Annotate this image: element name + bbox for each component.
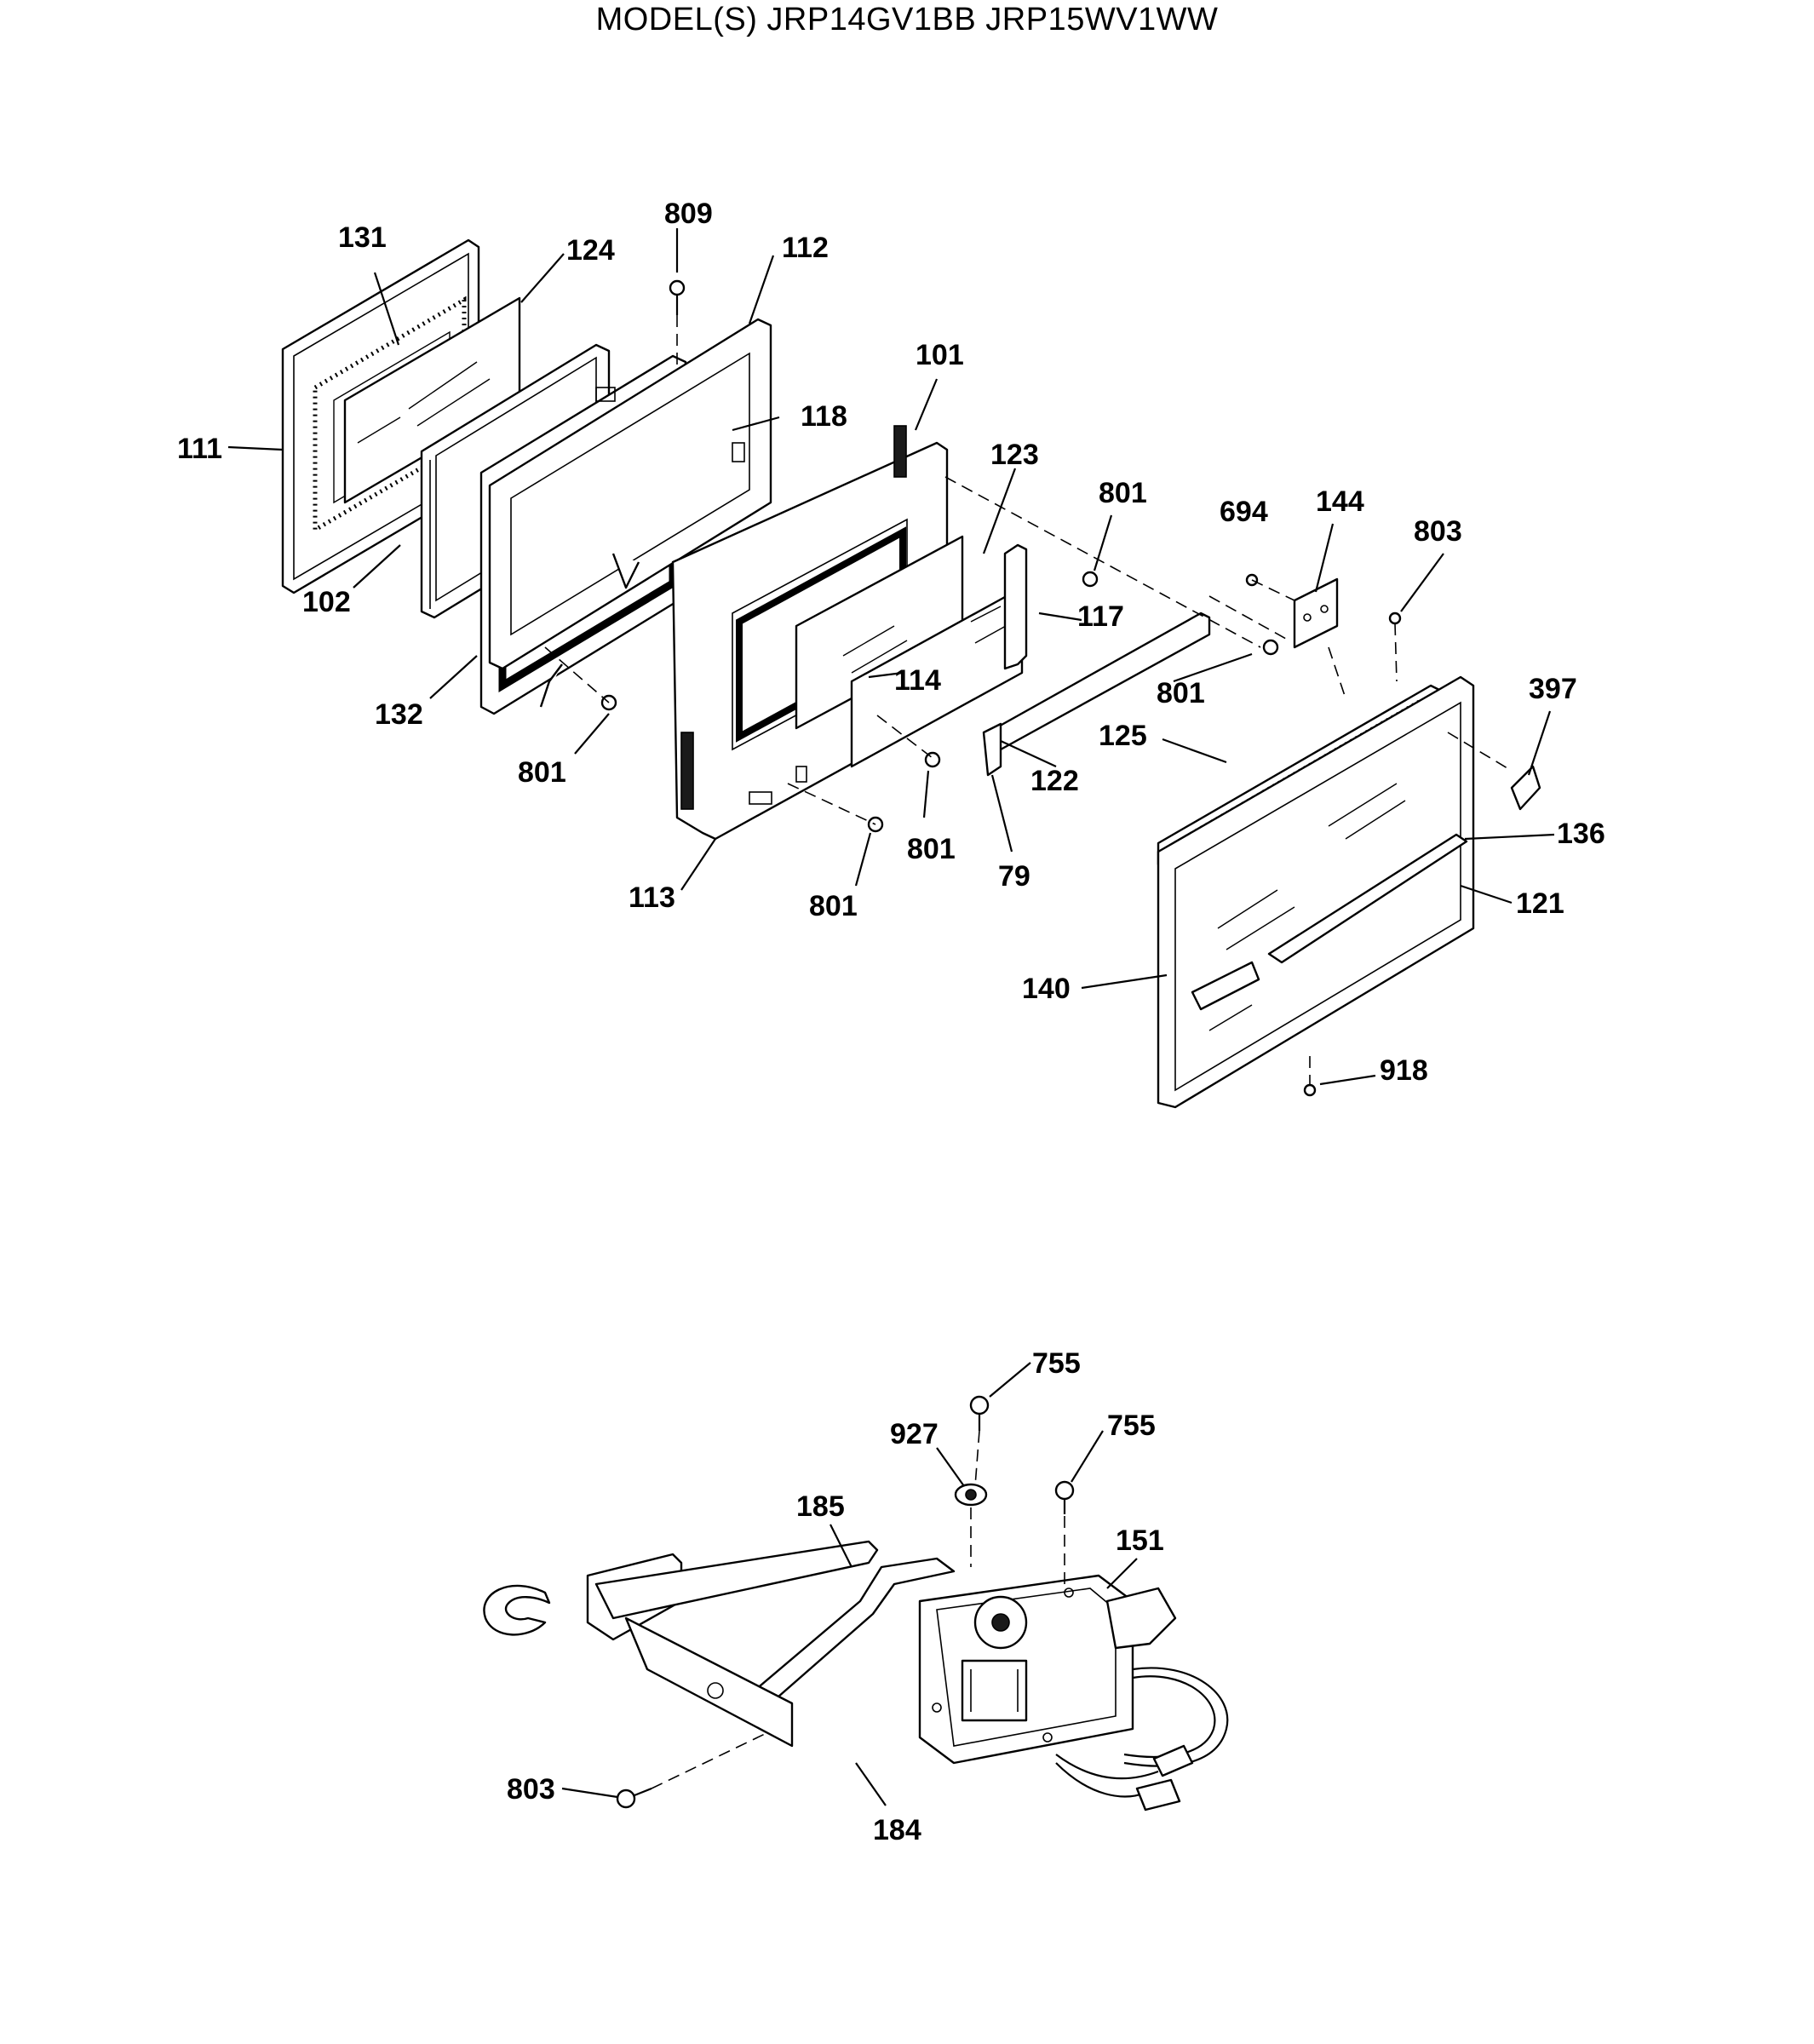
label-184: 184 bbox=[873, 1814, 921, 1846]
label-140: 140 bbox=[1022, 973, 1071, 1005]
label-118: 118 bbox=[801, 400, 847, 433]
label-124: 124 bbox=[566, 234, 615, 267]
label-803b: 803 bbox=[507, 1773, 555, 1806]
label-125: 125 bbox=[1099, 720, 1147, 752]
model-title: MODEL(S) JRP14GV1BB JRP15WV1WW bbox=[595, 2, 1219, 37]
label-121: 121 bbox=[1516, 887, 1564, 920]
label-101: 101 bbox=[916, 339, 964, 371]
label-801c: 801 bbox=[518, 756, 566, 789]
part-112-panel bbox=[488, 318, 772, 708]
part-185-latch-arm bbox=[483, 1540, 956, 1748]
assembly-lines-upper bbox=[544, 315, 1398, 1086]
label-755a: 755 bbox=[1032, 1347, 1081, 1380]
part-140-endcap bbox=[1191, 961, 1260, 1011]
label-113: 113 bbox=[629, 881, 675, 914]
label-809: 809 bbox=[664, 198, 713, 230]
leader-lines-upper bbox=[227, 228, 1555, 1086]
label-79: 79 bbox=[998, 860, 1030, 893]
label-801b: 801 bbox=[1157, 677, 1205, 709]
label-927: 927 bbox=[890, 1418, 939, 1450]
part-144-hinge-plate bbox=[1293, 577, 1339, 649]
screws-upper bbox=[600, 279, 1402, 1097]
part-79-channel bbox=[982, 722, 1002, 777]
part-136-handle bbox=[1267, 833, 1468, 964]
label-801e: 801 bbox=[809, 890, 858, 922]
part-124-glass bbox=[343, 296, 521, 504]
leader-lines-lower bbox=[561, 1362, 1138, 1806]
label-801d: 801 bbox=[907, 833, 956, 865]
label-185: 185 bbox=[796, 1490, 845, 1523]
screws-lower bbox=[616, 1395, 1075, 1809]
label-151: 151 bbox=[1116, 1524, 1164, 1557]
label-803a: 803 bbox=[1414, 515, 1462, 548]
label-112: 112 bbox=[782, 232, 829, 264]
label-117: 117 bbox=[1077, 600, 1124, 633]
label-755b: 755 bbox=[1107, 1410, 1156, 1442]
label-694: 694 bbox=[1220, 496, 1268, 528]
label-102: 102 bbox=[302, 586, 351, 618]
assembly-lines-lower bbox=[651, 1430, 1065, 1789]
label-114: 114 bbox=[894, 664, 941, 697]
label-111: 111 bbox=[177, 433, 222, 465]
label-136: 136 bbox=[1557, 818, 1605, 850]
label-397: 397 bbox=[1529, 673, 1577, 705]
label-918: 918 bbox=[1380, 1054, 1428, 1087]
label-122: 122 bbox=[1030, 765, 1079, 797]
part-121-outer-door bbox=[1157, 675, 1475, 1109]
label-801a: 801 bbox=[1099, 477, 1147, 509]
label-144: 144 bbox=[1316, 485, 1364, 518]
part-397-endcap bbox=[1447, 732, 1541, 811]
part-117-bracket bbox=[1003, 543, 1028, 670]
part-151-latch-motor bbox=[918, 1574, 1229, 1811]
label-131: 131 bbox=[338, 221, 387, 254]
label-132: 132 bbox=[375, 698, 423, 731]
label-123: 123 bbox=[990, 439, 1039, 471]
